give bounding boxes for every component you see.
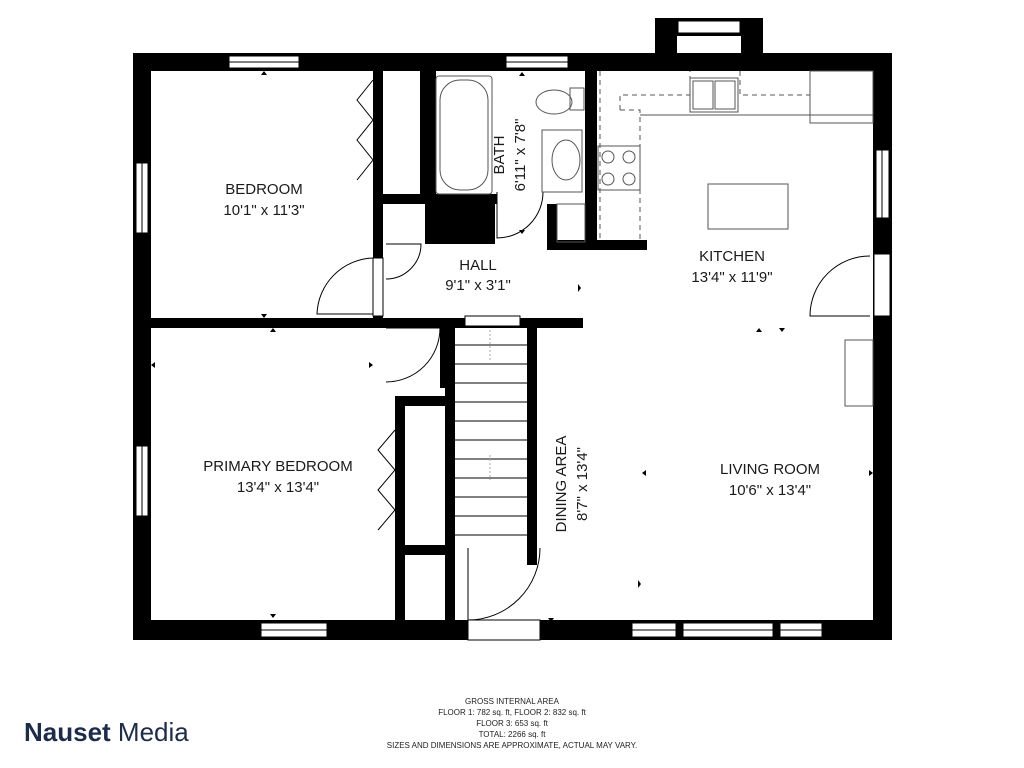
room-dimensions: 8'7" x 13'4" [574,447,591,521]
room-dimensions: 13'4" x 13'4" [237,479,319,496]
room-label-bath: BATH 6'11" x 7'8" [491,119,529,192]
room-name: BEDROOM [225,181,303,198]
bathtub-icon [435,75,493,195]
area-line-3: TOTAL: 2266 sq. ft [479,730,547,739]
room-dimensions: 10'6" x 13'4" [729,482,811,499]
room-name: HALL [459,257,497,274]
room-name: PRIMARY BEDROOM [203,458,352,475]
brand-logo: Nauset Media [24,717,189,747]
room-label-hall: HALL 9'1" x 3'1" [445,257,511,294]
sink-icon [541,129,583,193]
room-name: BATH [491,136,508,175]
stove-icon [597,145,641,191]
room-dimensions: 10'1" x 11'3" [223,202,304,219]
doors [316,191,871,641]
room-name: DINING AREA [553,436,570,533]
windows [135,20,891,638]
kitchen-island [707,183,789,230]
gross-internal-area: GROSS INTERNAL AREA FLOOR 1: 782 sq. ft,… [387,697,637,750]
room-label-dining-area: DINING AREA 8'7" x 13'4" [553,436,591,533]
brand-word-2: Media [111,717,190,747]
room-label-kitchen: KITCHEN 13'4" x 11'9" [691,248,772,286]
kitchen-fixtures [597,70,874,407]
area-line-1: FLOOR 1: 782 sq. ft, FLOOR 2: 832 sq. ft [438,708,586,717]
room-name: KITCHEN [699,248,765,265]
interior-walls [151,71,647,626]
room-label-living-room: LIVING ROOM 10'6" x 13'4" [720,461,820,499]
kitchen-sink-icon [689,77,739,113]
area-line-2: FLOOR 3: 653 sq. ft [476,719,548,728]
dimension-markers [151,71,873,622]
exterior-walls [133,18,892,640]
toilet-icon [569,87,585,111]
staircase [455,330,527,536]
room-dimensions: 13'4" x 11'9" [691,269,772,286]
room-label-primary-bedroom: PRIMARY BEDROOM 13'4" x 13'4" [203,458,352,496]
closet-doors [356,79,396,531]
brand-word-1: Nauset [24,717,111,747]
area-disclaimer: SIZES AND DIMENSIONS ARE APPROXIMATE, AC… [387,741,637,750]
room-name: LIVING ROOM [720,461,820,478]
room-dimensions: 6'11" x 7'8" [512,119,529,192]
bath-fixtures [435,75,586,243]
room-label-bedroom: BEDROOM 10'1" x 11'3" [223,181,304,219]
area-heading: GROSS INTERNAL AREA [465,697,560,706]
room-dimensions: 9'1" x 3'1" [445,277,511,294]
